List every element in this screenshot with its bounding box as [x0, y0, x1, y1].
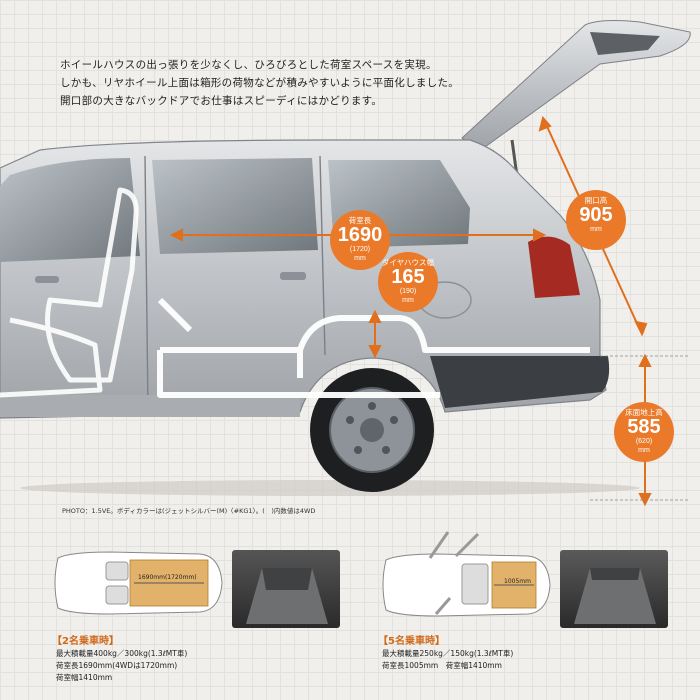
topview-five-seat: [382, 531, 551, 617]
cargo-photo-two: [232, 550, 340, 628]
rear-door-window: [152, 158, 318, 254]
badge-wheelhouse-width: ダイヤハウス幅 165 (190) mm: [378, 252, 438, 312]
car-illustration: [0, 20, 691, 507]
panel-title-two: 【2名乗車時】: [52, 636, 119, 647]
photo-caption: PHOTO：1.5VE。ボディカラーは(ジェットシルバー(M)〈#KG1〉。( …: [62, 507, 316, 515]
panel-five-line1: 最大積載量250kg／150kg(1.3ℓMT車): [382, 649, 514, 658]
badge-opening-height: 開口高 905 mm: [566, 190, 626, 250]
panel-title-five: 【5名乗車時】: [378, 636, 445, 647]
topview-two-seat: [54, 551, 223, 615]
intro-line-1: ホイールハウスの出っ張りを少なくし、ひろびろとした荷室スペースを実現。: [60, 59, 437, 71]
intro-line-2: しかも、リヤホイール上面は箱形の荷物などが積みやすいように平面化しました。: [60, 77, 460, 89]
panel-two-line3: 荷室幅1410mm: [56, 673, 113, 682]
front-window: [0, 158, 140, 262]
badge-floor-height: 床面地上高 585 (620) mm: [614, 402, 674, 462]
rear-wheel: [310, 368, 434, 492]
intro-line-3: 開口部の大きなバックドアでお仕事はスピーディにはかどります。: [60, 95, 383, 107]
ground-shadow: [20, 480, 640, 496]
cargo-outline: [157, 297, 590, 398]
intro-text: ホイールハウスの出っ張りを少なくし、ひろびろとした荷室スペースを実現。 しかも、…: [60, 56, 480, 110]
dim-label-five: 1005mm: [504, 578, 531, 585]
badge-cargo-length: 荷室長 1690 (1720) mm: [330, 210, 390, 270]
seat-outline: [0, 187, 139, 398]
panel-five-line2: 荷室長1005mm 荷室幅1410mm: [382, 661, 502, 670]
panel-two-line2: 荷室長1690mm(4WDは1720mm): [56, 661, 178, 670]
panel-two-line1: 最大積載量400kg／300kg(1.3ℓMT車): [56, 649, 188, 658]
tail-light: [528, 236, 580, 298]
dim-label-two: 1690mm(1720mm): [138, 574, 197, 581]
cargo-photo-five: [560, 550, 668, 628]
rear-bumper: [430, 356, 610, 408]
